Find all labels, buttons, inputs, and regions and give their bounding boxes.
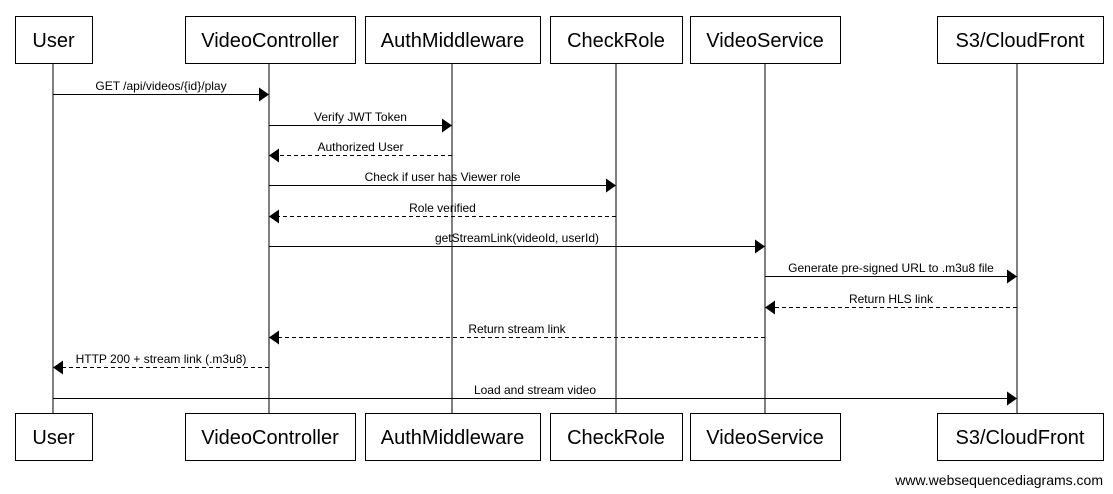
participant-user-top[interactable]: User bbox=[15, 16, 93, 64]
participant-user-bottom[interactable]: User bbox=[15, 413, 93, 461]
arrowhead-icon bbox=[1007, 269, 1017, 284]
participant-label: CheckRole bbox=[567, 427, 665, 449]
message-label: Load and stream video bbox=[474, 383, 596, 397]
message-label: GET /api/videos/{id}/play bbox=[95, 79, 226, 93]
message-label: Verify JWT Token bbox=[314, 110, 407, 124]
participant-box bbox=[185, 413, 356, 461]
arrowhead-icon bbox=[53, 360, 63, 375]
watermark-text[interactable]: www.websequencediagrams.com bbox=[894, 472, 1103, 488]
participant-label: User bbox=[32, 427, 75, 449]
participant-box bbox=[15, 16, 93, 64]
participant-box bbox=[365, 16, 541, 64]
participant-authmiddleware-bottom[interactable]: AuthMiddleware bbox=[365, 413, 541, 461]
participant-box bbox=[937, 413, 1104, 461]
participant-videoservice-bottom[interactable]: VideoService bbox=[690, 413, 841, 461]
participant-label: VideoService bbox=[706, 30, 823, 52]
participant-label: VideoController bbox=[201, 427, 339, 449]
participant-s3-cloudfront-top[interactable]: S3/CloudFront bbox=[937, 16, 1104, 64]
message-label: HTTP 200 + stream link (.m3u8) bbox=[76, 352, 247, 366]
participant-label: User bbox=[32, 30, 75, 52]
message-label: Return stream link bbox=[468, 322, 566, 336]
participant-checkrole-top[interactable]: CheckRole bbox=[550, 16, 683, 64]
participant-box bbox=[365, 413, 541, 461]
message-11[interactable]: Load and stream video bbox=[53, 383, 1017, 406]
participant-videocontroller-bottom[interactable]: VideoController bbox=[185, 413, 356, 461]
arrowhead-icon bbox=[1007, 391, 1017, 406]
participant-label: VideoService bbox=[706, 427, 823, 449]
participant-label: S3/CloudFront bbox=[956, 30, 1085, 52]
message-10[interactable]: HTTP 200 + stream link (.m3u8) bbox=[53, 352, 269, 375]
arrowhead-icon bbox=[755, 239, 765, 254]
message-label: Check if user has Viewer role bbox=[365, 170, 521, 184]
participant-checkrole-bottom[interactable]: CheckRole bbox=[550, 413, 683, 461]
participant-videocontroller-top[interactable]: VideoController bbox=[185, 16, 356, 64]
participant-box bbox=[690, 16, 841, 64]
arrowhead-icon bbox=[269, 330, 279, 345]
participant-label: VideoController bbox=[201, 30, 339, 52]
message-5[interactable]: Role verified bbox=[269, 201, 616, 224]
participant-box bbox=[185, 16, 356, 64]
arrowhead-icon bbox=[259, 87, 269, 102]
message-7[interactable]: Generate pre-signed URL to .m3u8 file bbox=[765, 261, 1017, 284]
message-6[interactable]: getStreamLink(videoId, userId) bbox=[269, 231, 765, 254]
arrowhead-icon bbox=[442, 118, 452, 133]
message-2[interactable]: Verify JWT Token bbox=[269, 110, 452, 133]
participant-label: CheckRole bbox=[567, 30, 665, 52]
participant-box bbox=[15, 413, 93, 461]
participant-box bbox=[550, 413, 683, 461]
participant-label: AuthMiddleware bbox=[381, 30, 524, 52]
arrowhead-icon bbox=[606, 178, 616, 193]
message-4[interactable]: Check if user has Viewer role bbox=[269, 170, 616, 193]
message-1[interactable]: GET /api/videos/{id}/play bbox=[53, 79, 269, 102]
participant-s3-cloudfront-bottom[interactable]: S3/CloudFront bbox=[937, 413, 1104, 461]
participant-box bbox=[937, 16, 1104, 64]
message-8[interactable]: Return HLS link bbox=[765, 292, 1017, 315]
participant-videoservice-top[interactable]: VideoService bbox=[690, 16, 841, 64]
participant-box bbox=[690, 413, 841, 461]
participant-label: S3/CloudFront bbox=[956, 427, 1085, 449]
message-label: getStreamLink(videoId, userId) bbox=[435, 231, 599, 245]
message-label: Role verified bbox=[409, 201, 476, 215]
message-label: Authorized User bbox=[317, 140, 403, 154]
participant-label: AuthMiddleware bbox=[381, 427, 524, 449]
arrowhead-icon bbox=[765, 300, 775, 315]
message-3[interactable]: Authorized User bbox=[269, 140, 452, 163]
participant-box bbox=[550, 16, 683, 64]
arrowhead-icon bbox=[269, 209, 279, 224]
participant-authmiddleware-top[interactable]: AuthMiddleware bbox=[365, 16, 541, 64]
message-label: Generate pre-signed URL to .m3u8 file bbox=[788, 261, 994, 275]
arrowhead-icon bbox=[269, 148, 279, 163]
message-9[interactable]: Return stream link bbox=[269, 322, 765, 345]
message-label: Return HLS link bbox=[849, 292, 934, 306]
